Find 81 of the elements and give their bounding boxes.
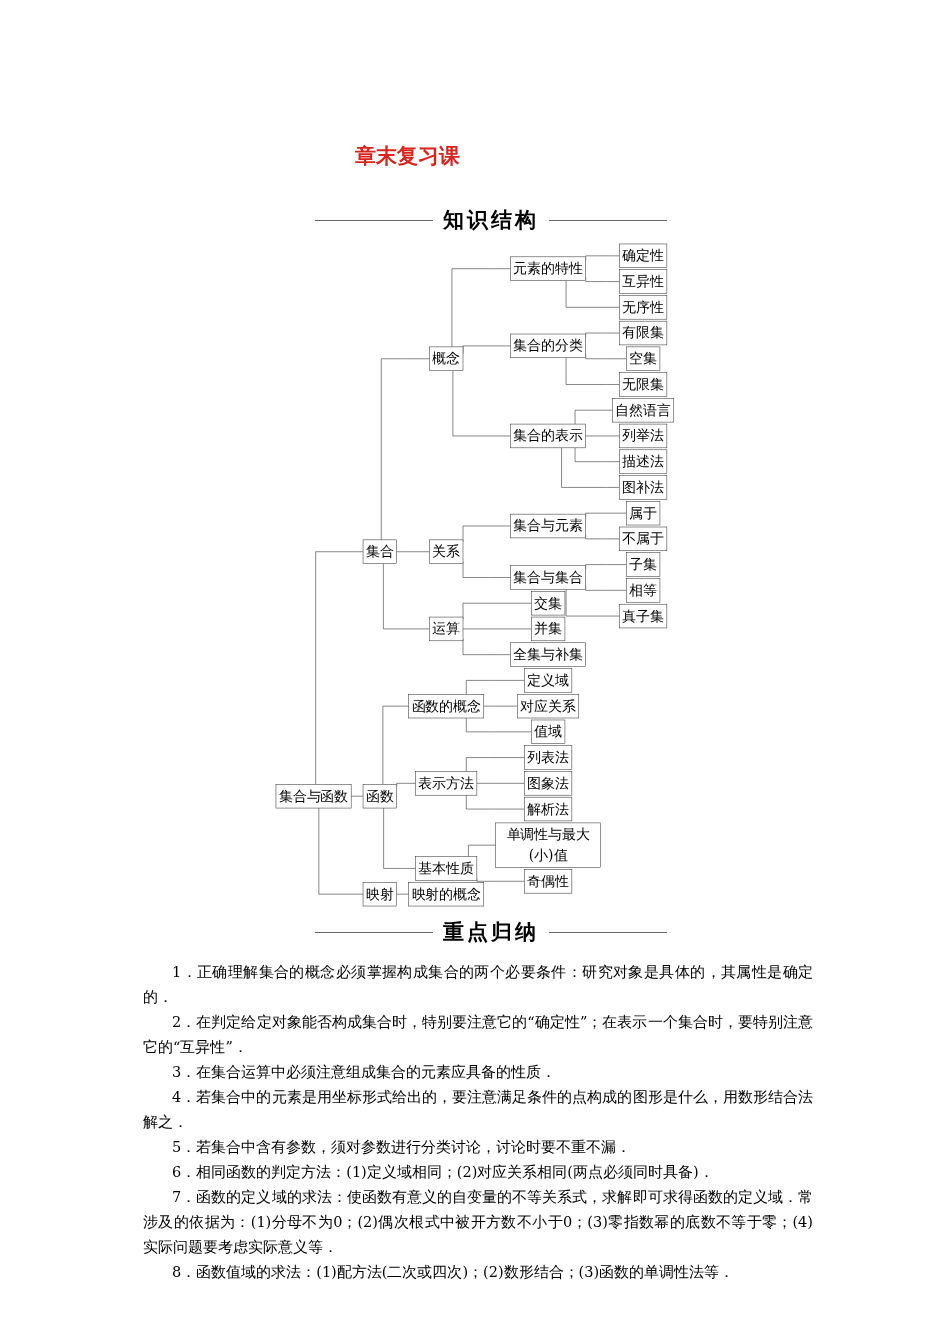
connector [565, 589, 620, 617]
node-box: 值域 [531, 719, 566, 744]
connector [451, 268, 511, 348]
node-box: 交集 [531, 591, 566, 616]
connector [574, 409, 613, 425]
node-box: 自然语言 [612, 398, 675, 423]
node-box: 互异性 [619, 269, 668, 294]
connector [466, 717, 532, 733]
connector [574, 447, 620, 462]
node-box: 属于 [626, 501, 661, 526]
connector [383, 807, 416, 869]
node-box: 并集 [531, 616, 566, 642]
connector [382, 705, 409, 785]
node-box: 定义域 [524, 668, 573, 693]
node-box: 有限集 [619, 320, 668, 346]
connector [483, 705, 518, 707]
connector [383, 563, 430, 630]
connector [466, 794, 525, 810]
connector [561, 447, 620, 488]
connector [585, 435, 620, 437]
node-box: 列表法 [524, 745, 573, 770]
paragraph: 2．在判定给定对象能否构成集合时，特别要注意它的“确定性”；在表示一个集合时，要特别注意它的“互异性”． [143, 1013, 813, 1057]
node-box: 列举法 [619, 423, 668, 449]
paragraph: 3．在集合运算中必须注意组成集合的元素应具备的性质． [171, 1063, 558, 1082]
connector [396, 893, 409, 895]
node-box: 运算 [429, 616, 464, 642]
node-box: 集合与元素 [510, 513, 587, 539]
node-box: 空集 [626, 346, 661, 371]
paragraph: 5．若集合中含有参数，须对参数进行分类讨论，讨论时要不重不漏． [171, 1138, 633, 1157]
connector [476, 783, 525, 784]
connector [565, 280, 620, 308]
node-box: 概念 [429, 346, 464, 371]
node-box: 集合的表示 [510, 423, 587, 449]
node-box: 映射 [362, 882, 398, 907]
connector [318, 807, 364, 895]
connector [452, 370, 511, 437]
node-box: 确定性 [619, 243, 668, 268]
node-box: 集合与集合 [510, 565, 587, 590]
paragraph: 1．正确理解集合的概念必须掌握构成集合的两个必要条件：研究对象是具体的，其属性是确定的． [143, 963, 813, 1007]
node-box: 相等 [626, 578, 661, 603]
connector [396, 551, 430, 553]
paragraph: 4．若集合中的元素是用坐标形式给出的，要注意满足条件的点构成的图形是什么，用数形结合法解之． [143, 1088, 813, 1132]
node-box: 集合的分类 [510, 333, 587, 359]
node-box: 图象法 [524, 771, 573, 796]
paragraph: 6．相同函数的判定方法：(1)定义域相同；(2)对应关系相同(两点必须同时具备)． [171, 1163, 715, 1182]
node-box: 解析法 [524, 796, 573, 822]
node-box: 关系 [429, 539, 464, 564]
node-box: 无序性 [619, 295, 668, 320]
node-box: 单调性与最大(小)值 [495, 822, 601, 868]
connector [351, 795, 364, 797]
node-box: 基本性质 [415, 856, 478, 881]
node-box: 集合与函数 [275, 784, 352, 809]
node-box: 函数 [362, 784, 398, 809]
connector [462, 561, 511, 578]
node-box: 子集 [626, 552, 661, 577]
node-box: 集合 [362, 539, 398, 564]
node-box: 真子集 [619, 603, 668, 629]
node-box: 奇偶性 [524, 869, 573, 894]
paragraph: 7．函数的定义域的求法：使函数有意义的自变量的不等关系式，求解即可求得函数的定义域．常涉及的依据为：(1)分母不为0；(2)偶次根式中被开方数不小于0；(3)零指数幂的底数不等于零；(4)实际问题要考虑实际意义等． [143, 1188, 813, 1257]
node-box: 图补法 [619, 475, 668, 500]
connector [381, 358, 430, 541]
node-box: 不属于 [619, 526, 668, 551]
node-box: 无限集 [619, 372, 668, 397]
connector [468, 844, 497, 857]
connector [462, 638, 511, 655]
node-box: 全集与补集 [510, 642, 587, 667]
connector [466, 680, 525, 695]
page-title: 章末复习课 [355, 142, 460, 170]
node-box: 映射的概念 [408, 882, 485, 907]
section-heading: 重点归纳 [443, 919, 539, 946]
paragraph: 8．函数值域的求法：(1)配方法(二次或四次)；(2)数形结合；(3)函数的单调性法等． [171, 1263, 736, 1282]
connector [462, 628, 532, 630]
node-box: 描述法 [619, 449, 668, 474]
node-box: 表示方法 [415, 771, 478, 796]
connector [315, 551, 364, 785]
section-heading: 知识结构 [443, 207, 539, 234]
connector [565, 357, 620, 385]
node-box: 函数的概念 [408, 694, 485, 719]
node-box: 元素的特性 [510, 256, 587, 281]
connector [466, 757, 525, 772]
node-box: 对应关系 [517, 694, 580, 719]
